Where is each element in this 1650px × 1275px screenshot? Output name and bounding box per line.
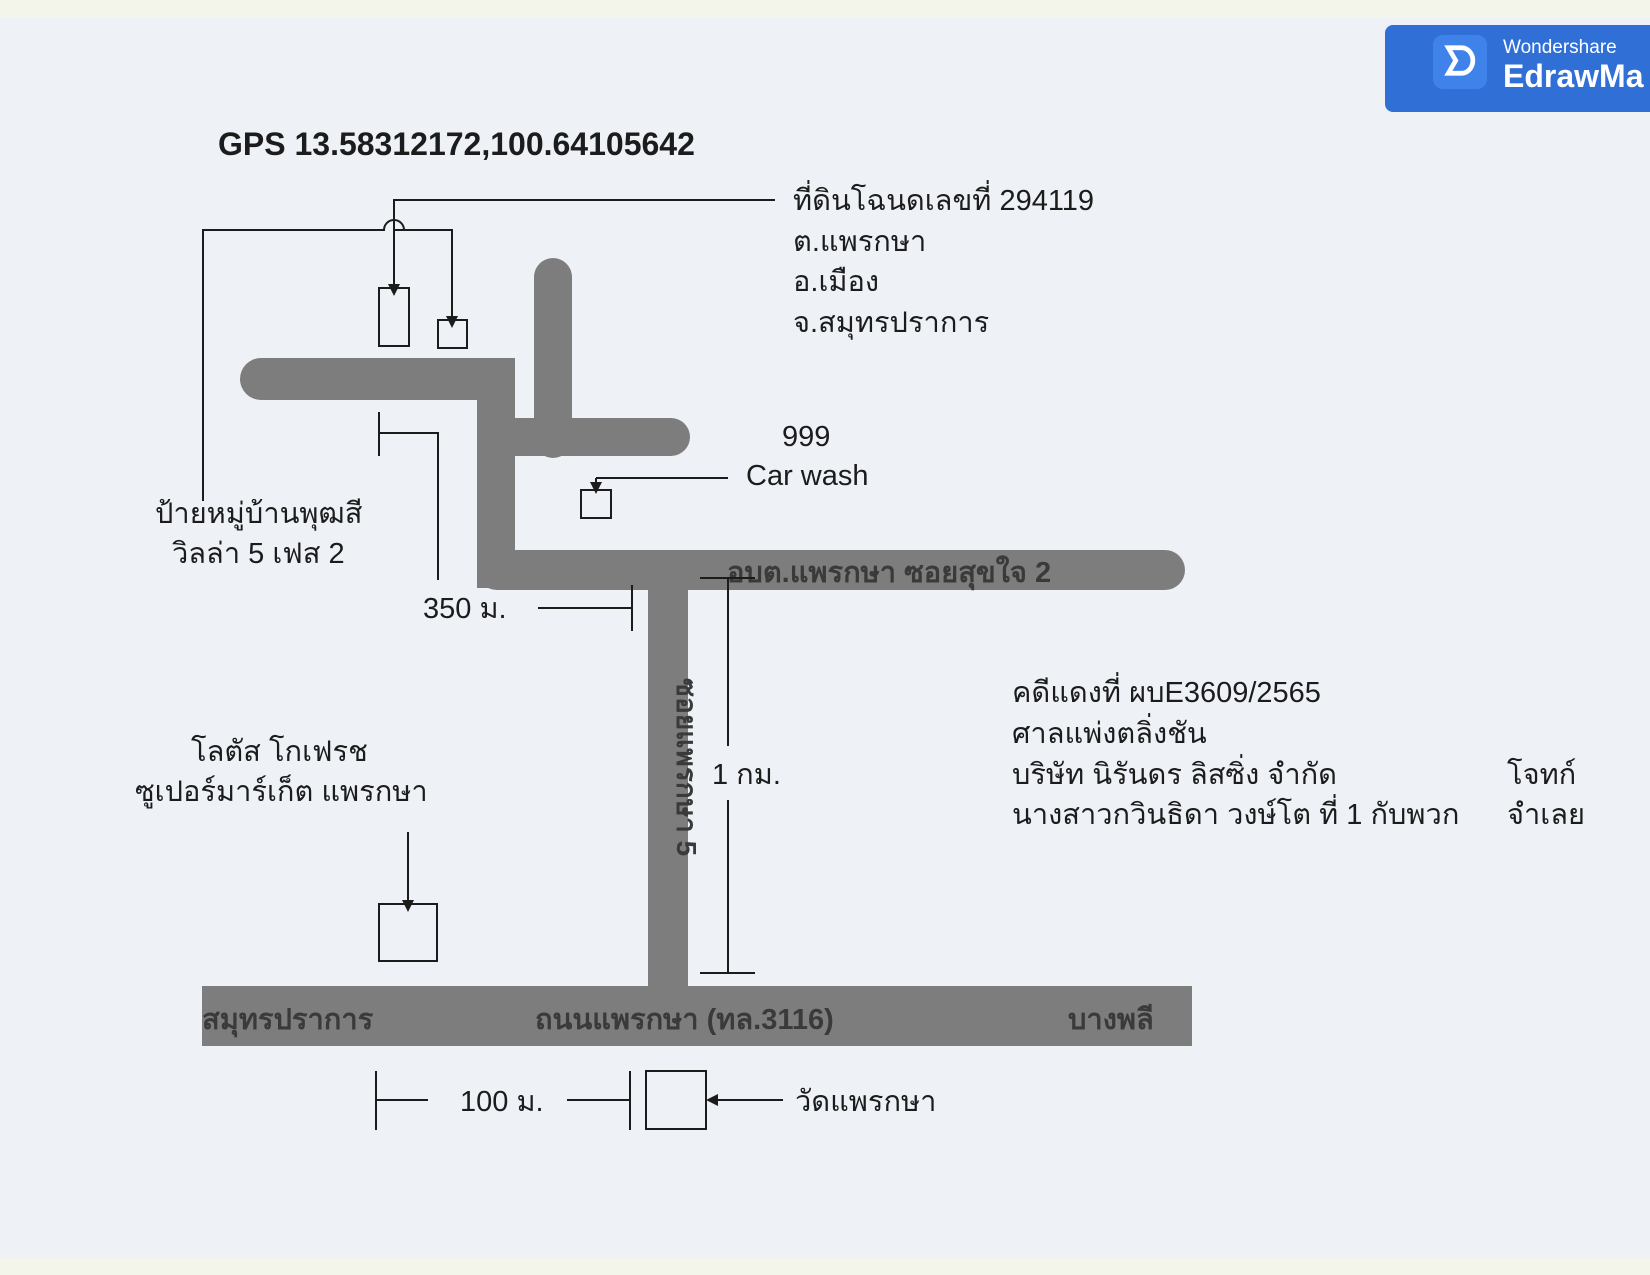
badge-brand-big: EdrawMa bbox=[1503, 58, 1644, 94]
deed-leader-line bbox=[393, 199, 775, 286]
road-stub-vertical bbox=[534, 258, 572, 458]
road-middle-horizontal bbox=[495, 418, 690, 456]
case-line-1: คดีแดงที่ ผบE3609/2565 bbox=[1012, 672, 1321, 709]
temple-box bbox=[645, 1070, 707, 1130]
road-soi-praeksa5 bbox=[648, 570, 688, 1008]
edrawmax-logo-icon: ᗤ bbox=[1433, 35, 1487, 89]
lotus-line-2: ซูเปอร์มาร์เก็ต แพรกษา bbox=[135, 773, 428, 809]
road-connector-vertical bbox=[477, 358, 515, 588]
badge-brand-small: Wondershare bbox=[1503, 37, 1617, 58]
distance-350-label: 350 ม. bbox=[423, 593, 507, 625]
deed-line-1: ที่ดินโฉนดเลขที่ 294119 bbox=[793, 180, 1094, 217]
deed-leader-branch bbox=[394, 229, 453, 318]
parcel-small bbox=[437, 319, 468, 349]
case-line-2: ศาลแพ่งตลิ่งชัน bbox=[1012, 713, 1207, 750]
case-role-plaintiff: โจทก์ bbox=[1507, 757, 1576, 791]
deed-line-2: ต.แพรกษา bbox=[793, 226, 926, 258]
road-label-soi-sukjai: อบต.แพรกษา ซอยสุขใจ 2 bbox=[727, 555, 1051, 590]
carwash-box bbox=[580, 489, 612, 519]
temple-label: วัดแพรกษา bbox=[795, 1086, 936, 1118]
village-sign-line-2: วิลล่า 5 เฟส 2 bbox=[172, 538, 345, 570]
lotus-box bbox=[378, 903, 438, 962]
location-map: อบต.แพรกษา ซอยสุขใจ 2 ซอยแพรกษา 5 สมุทรป… bbox=[135, 126, 1585, 1130]
case-line-3: บริษัท นิรันดร ลิสซิ่ง จำกัด bbox=[1012, 754, 1337, 791]
distance-100-label: 100 ม. bbox=[460, 1086, 544, 1118]
village-sign-leader bbox=[202, 219, 406, 501]
road-label-main-left: สมุทรปราการ bbox=[202, 1004, 374, 1037]
case-info: คดีแดงที่ ผบE3609/2565 ศาลแพ่งตลิ่งชัน บ… bbox=[1012, 672, 1585, 831]
deed-label: ที่ดินโฉนดเลขที่ 294119 ต.แพรกษา อ.เมือง… bbox=[793, 180, 1094, 340]
road-upper-horizontal bbox=[240, 358, 515, 400]
deed-line-3: อ.เมือง bbox=[793, 266, 879, 298]
road-main-praeksa bbox=[202, 986, 1192, 1046]
lotus-line-1: โลตัส โกเฟรช bbox=[191, 734, 368, 768]
parcel-large bbox=[378, 287, 410, 347]
distance-1km-label: 1 กม. bbox=[712, 759, 781, 791]
road-label-main-right: บางพลี bbox=[1068, 1004, 1154, 1036]
gps-coordinates: GPS 13.58312172,100.64105642 bbox=[218, 126, 695, 162]
road-label-soi-praeksa5: ซอยแพรกษา 5 bbox=[671, 678, 702, 856]
carwash-line-2: Car wash bbox=[746, 460, 869, 492]
road-label-main-center: ถนนแพรกษา (ทล.3116) bbox=[535, 1004, 834, 1036]
deed-line-4: จ.สมุทรปราการ bbox=[793, 307, 989, 340]
case-line-4: นางสาวกวินธิดา วงษ์โต ที่ 1 กับพวก bbox=[1012, 794, 1459, 831]
road-network bbox=[202, 258, 1192, 1046]
map-sheet: อบต.แพรกษา ซอยสุขใจ 2 ซอยแพรกษา 5 สมุทรป… bbox=[0, 18, 1650, 1258]
village-sign-line-1: ป้ายหมู่บ้านพุฒสี bbox=[155, 498, 363, 531]
distance-350-bracket bbox=[378, 412, 439, 580]
case-role-defendant: จำเลย bbox=[1507, 799, 1585, 831]
carwash-line-1: 999 bbox=[782, 421, 830, 453]
edrawmax-watermark-badge: ᗤ Wondershare EdrawMa bbox=[1385, 25, 1650, 112]
